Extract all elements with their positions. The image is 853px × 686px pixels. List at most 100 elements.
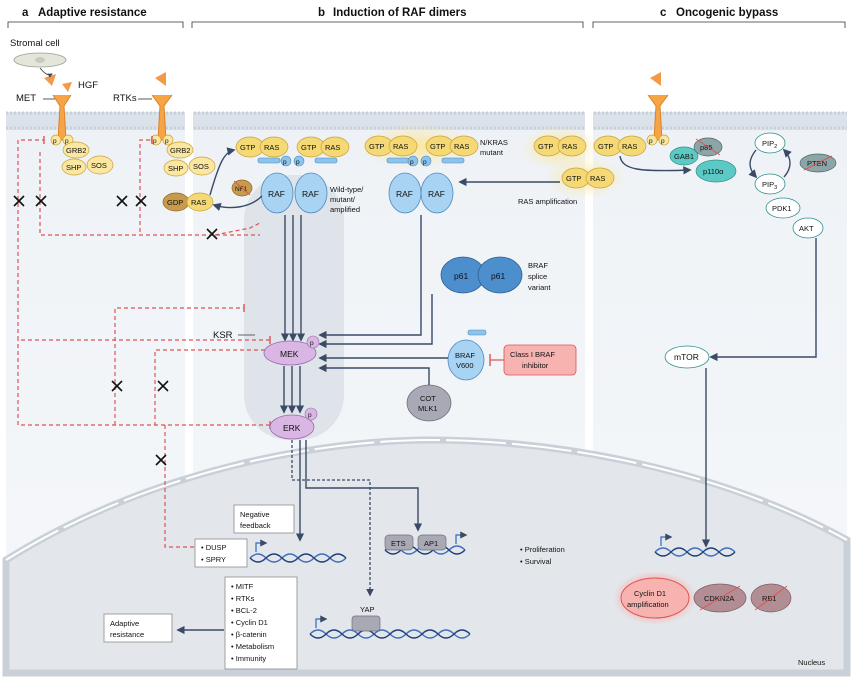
svg-text:RAF: RAF [396, 189, 413, 199]
svg-text:BRAF: BRAF [455, 351, 475, 360]
svg-text:mutant: mutant [480, 148, 504, 157]
wild-type-label: Wild-type/ mutant/ amplified [330, 185, 364, 214]
svg-text:RAS: RAS [562, 142, 577, 151]
svg-text:RAS: RAS [393, 142, 408, 151]
svg-text:feedback: feedback [240, 521, 271, 530]
rb1: RB1 [750, 583, 792, 613]
p61-to-mek-arrow [318, 294, 433, 349]
svg-text:Class I BRAF: Class I BRAF [510, 350, 555, 359]
svg-text:RAF: RAF [302, 189, 319, 199]
svg-text:GAB1: GAB1 [674, 152, 694, 161]
svg-text:SHP: SHP [66, 163, 81, 172]
svg-text:• DUSP: • DUSP [201, 543, 227, 552]
adaptor-complex-rtk: GRB2 SHP SOS [163, 141, 216, 177]
svg-text:resistance: resistance [110, 630, 144, 639]
svg-text:Adaptive: Adaptive [110, 619, 139, 628]
svg-text:p61: p61 [454, 271, 468, 281]
erk-to-yap-arrow [291, 440, 374, 597]
svg-text:SOS: SOS [193, 162, 209, 171]
svg-text:p: p [410, 159, 414, 166]
ras-activation-arrow [209, 147, 236, 196]
svg-text:PIP3: PIP3 [762, 180, 777, 191]
negative-feedback-lines [17, 136, 271, 548]
svg-text:mTOR: mTOR [674, 352, 699, 362]
ras-gtp-pair-1: GTP RAS GTP RAS [235, 136, 350, 158]
svg-text:GTP: GTP [538, 142, 553, 151]
svg-text:p: p [65, 138, 69, 145]
svg-text:amplified: amplified [330, 205, 360, 214]
svg-text:• MITF: • MITF [231, 582, 254, 591]
svg-text:p: p [423, 159, 427, 166]
raf-dimer-mutant: p p RAF RAF [386, 155, 465, 214]
phospho-sites-a: p p p p [50, 134, 174, 146]
svg-text:GTP: GTP [566, 174, 581, 183]
svg-text:mutant/: mutant/ [330, 195, 356, 204]
svg-text:V600: V600 [456, 361, 474, 370]
svg-text:MLK1: MLK1 [418, 404, 438, 413]
svg-text:• Proliferation: • Proliferation [520, 545, 565, 554]
nucleus-label: Nucleus [798, 658, 825, 667]
svg-text:SHP: SHP [168, 164, 183, 173]
svg-text:GTP: GTP [430, 142, 445, 151]
svg-text:YAP: YAP [360, 605, 374, 614]
svg-text:• RTKs: • RTKs [231, 594, 255, 603]
panel-a-title: Adaptive resistance [38, 7, 147, 19]
svg-text:GRB2: GRB2 [66, 146, 86, 155]
mtor: mTOR [664, 345, 710, 369]
mapk-column [244, 175, 344, 440]
svg-text:p: p [165, 138, 169, 145]
target-genes-box: • MITF • RTKs • BCL-2 • Cyclin D1 • β-ca… [224, 576, 298, 670]
svg-text:RB1: RB1 [762, 594, 777, 603]
pi3k-complex: GAB1 p85 p110α [669, 137, 737, 183]
svg-text:RAS: RAS [264, 143, 279, 152]
svg-text:PDK1: PDK1 [772, 204, 792, 213]
svg-text:p: p [310, 340, 314, 347]
x-mark-icon [13, 195, 218, 466]
dusp-spry-box: • DUSP • SPRY [194, 538, 248, 568]
svg-text:RAS: RAS [325, 143, 340, 152]
svg-text:• Metabolism: • Metabolism [231, 642, 274, 651]
svg-text:• β-catenin: • β-catenin [231, 630, 267, 639]
panel-c-header: c Oncogenic bypass [592, 7, 846, 28]
akt: AKT [792, 217, 824, 239]
svg-text:AKT: AKT [799, 224, 814, 233]
svg-text:COT: COT [420, 394, 436, 403]
ras-inactivation-arrow [212, 195, 263, 212]
akt-to-mtor-arrow [709, 238, 817, 362]
svg-text:GTP: GTP [369, 142, 384, 151]
ksr-label: KSR [213, 330, 233, 341]
outcomes-list: • Proliferation • Survival [520, 545, 565, 566]
ras-amplification: GTP RAS GTP RAS RAS amplification [458, 135, 615, 206]
svg-text:RAF: RAF [428, 189, 445, 199]
svg-text:SOS: SOS [91, 161, 107, 170]
svg-text:p: p [308, 412, 312, 419]
svg-text:• Survival: • Survival [520, 557, 552, 566]
hgf-ligand: HGF [39, 67, 98, 92]
class-i-braf-inhibitor: Class I BRAF inhibitor [489, 344, 577, 376]
negative-feedback-box: Negative feedback [233, 504, 295, 534]
svg-text:c: c [660, 7, 667, 19]
cyclin-d1-amplification: Cyclin D1 amplification [613, 571, 697, 625]
met-label: MET [16, 93, 36, 104]
svg-text:inhibitor: inhibitor [522, 361, 549, 370]
braf-v600: BRAF V600 [447, 329, 487, 381]
svg-text:p: p [153, 138, 157, 145]
svg-text:RTKs: RTKs [113, 93, 137, 104]
mek: MEK p [263, 335, 320, 366]
raf-to-mek-arrows [280, 215, 422, 342]
svg-text:p61: p61 [491, 271, 505, 281]
svg-text:GRB2: GRB2 [170, 146, 190, 155]
svg-text:• SPRY: • SPRY [201, 555, 226, 564]
svg-text:BRAF: BRAF [528, 261, 548, 270]
svg-text:MEK: MEK [280, 349, 299, 359]
svg-text:p: p [296, 159, 300, 166]
panel-b-header: b Induction of RAF dimers [191, 7, 584, 28]
svg-text:GDP: GDP [167, 198, 183, 207]
svg-text:NF1: NF1 [235, 186, 248, 193]
svg-text:RAS: RAS [590, 174, 605, 183]
adaptive-resistance-box: Adaptive resistance [103, 613, 173, 643]
svg-text:RAS: RAS [622, 142, 637, 151]
panel-b-title: Induction of RAF dimers [333, 7, 467, 19]
